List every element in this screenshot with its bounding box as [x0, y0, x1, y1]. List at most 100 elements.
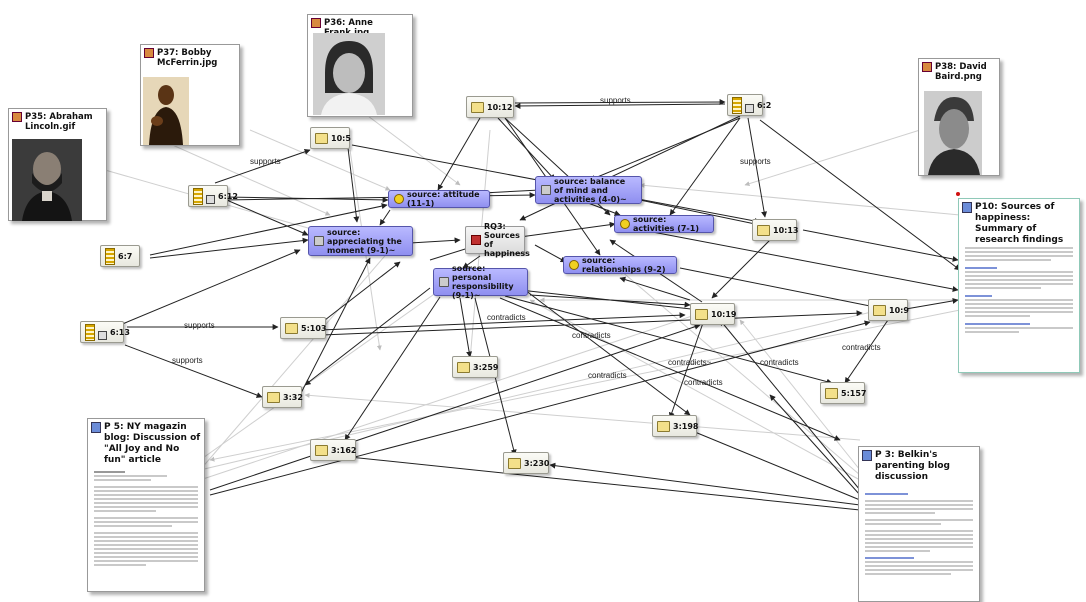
image-document-icon: [922, 62, 932, 72]
network-icon: [745, 103, 754, 113]
doc-title: P35: Abraham Lincoln.gif: [25, 112, 93, 132]
quotation-icon: [873, 304, 886, 316]
memo-node-6-12[interactable]: 6:12: [188, 185, 238, 207]
quotation-label: 5:157: [841, 388, 867, 398]
quotation-node-3-259[interactable]: 3:259: [452, 356, 498, 378]
quotation-node-10-19[interactable]: 10:19: [690, 303, 737, 325]
quotation-label: 10:9: [889, 305, 909, 315]
text-document-icon: [962, 202, 972, 213]
code-node-responsibility[interactable]: source: personal responsibility (9-1)~: [433, 264, 528, 300]
image-document-icon: [311, 18, 321, 28]
quotation-node-10-12[interactable]: 10:12: [466, 96, 514, 118]
doc-node-p37[interactable]: P37: Bobby McFerrin.jpg: [140, 44, 240, 146]
quotation-node-10-5[interactable]: 10:5: [310, 127, 351, 149]
code-icon: [569, 260, 579, 270]
quotation-label: 3:259: [473, 362, 499, 372]
doc-node-p35[interactable]: P35: Abraham Lincoln.gif: [8, 108, 107, 221]
memo-icon: [85, 323, 95, 341]
code-node-attitude[interactable]: source: attitude (11-1): [388, 190, 490, 208]
quotation-icon: [825, 387, 838, 399]
text-document-icon: [91, 422, 101, 433]
network-icon: [206, 194, 215, 204]
doc-node-p36[interactable]: P36: Anne Frank.jpg: [307, 14, 413, 117]
memo-label: 6:13: [110, 327, 130, 337]
code-label: source: appreciating the moment (9-1)~: [327, 227, 402, 255]
link-label-contradicts: contradicts: [684, 378, 723, 387]
quotation-icon: [315, 444, 328, 456]
quotation-icon: [695, 308, 708, 320]
memo-icon: [732, 96, 742, 114]
code-label: source: relationships (9-2): [582, 256, 666, 274]
rq-label: RQ3: Sources of happiness: [484, 222, 530, 258]
quotation-node-10-13[interactable]: 10:13: [752, 219, 799, 241]
link-label-supports: supports: [250, 157, 281, 166]
quotation-label: 10:19: [711, 309, 737, 319]
memo-label: 6:2: [757, 100, 772, 110]
memo-label: 6:7: [118, 251, 133, 261]
memo-icon: [193, 187, 203, 205]
doc-node-p5[interactable]: P 5: NY magazin blog: Discussion of "All…: [87, 418, 205, 592]
quotation-label: 5:103: [301, 323, 327, 333]
link-label-supports: supports: [740, 157, 771, 166]
code-node-activities[interactable]: source: activities (7-1): [614, 215, 714, 233]
quotation-icon: [471, 101, 484, 113]
quotation-label: 10:5: [331, 133, 351, 143]
link-label-contradicts: contradicts: [572, 331, 611, 340]
lincoln-portrait-image: [12, 139, 82, 221]
doc-node-p38[interactable]: P38: David Baird.png: [918, 58, 1000, 176]
red-marker-dot: [956, 192, 960, 196]
anne-frank-portrait-image: [313, 33, 385, 115]
network-code-icon: [541, 185, 551, 195]
code-label: source: personal responsibility (9-1)~: [452, 264, 514, 300]
link-label-contradicts: contradicts: [588, 371, 627, 380]
link-label-supports: supports: [172, 356, 203, 365]
network-code-icon: [439, 277, 449, 287]
code-label: source: attitude (11-1): [407, 190, 480, 208]
code-node-appreciating[interactable]: source: appreciating the moment (9-1)~: [308, 226, 413, 256]
link-label-contradicts: contradicts: [760, 358, 799, 367]
quotation-node-3-162[interactable]: 3:162: [310, 439, 356, 461]
quotation-label: 3:230: [524, 458, 550, 468]
quotation-label: 3:162: [331, 445, 357, 455]
quotation-node-3-32[interactable]: 3:32: [262, 386, 303, 408]
quotation-node-5-157[interactable]: 5:157: [820, 382, 867, 404]
link-label-contradicts: contradicts: [842, 343, 881, 352]
quotation-node-10-9[interactable]: 10:9: [868, 299, 909, 321]
quotation-node-3-230[interactable]: 3:230: [503, 452, 549, 474]
doc-node-p3[interactable]: P 3: Belkin's parenting blog discussion: [858, 446, 980, 602]
quotation-icon: [657, 420, 670, 432]
research-question-icon: [471, 235, 481, 245]
link-label-contradicts: contradicts: [487, 313, 526, 322]
network-code-icon: [314, 236, 324, 246]
link-label-supports: supports: [184, 321, 215, 330]
document-preview-text: [94, 469, 198, 568]
code-icon: [620, 219, 630, 229]
document-preview-text: [865, 491, 973, 577]
quotation-node-5-103[interactable]: 5:103: [280, 317, 326, 339]
quotation-icon: [267, 391, 280, 403]
link-label-supports: supports: [600, 96, 631, 105]
quotation-label: 3:32: [283, 392, 303, 402]
quotation-label: 10:13: [773, 225, 799, 235]
quotation-icon: [508, 457, 521, 469]
doc-title: P10: Sources of happiness: Summary of re…: [975, 202, 1064, 245]
memo-node-6-2[interactable]: 6:2: [727, 94, 771, 116]
quotation-icon: [315, 132, 328, 144]
quotation-node-3-198[interactable]: 3:198: [652, 415, 699, 437]
code-icon: [394, 194, 404, 204]
image-document-icon: [144, 48, 154, 58]
research-question-node[interactable]: RQ3: Sources of happiness: [465, 222, 530, 258]
doc-title: P38: David Baird.png: [935, 62, 987, 82]
code-node-balance[interactable]: source: balance of mind and activities (…: [535, 176, 642, 204]
memo-node-6-13[interactable]: 6:13: [80, 321, 130, 343]
doc-node-p10[interactable]: P10: Sources of happiness: Summary of re…: [958, 198, 1080, 373]
image-document-icon: [12, 112, 22, 122]
quotation-label: 3:198: [673, 421, 699, 431]
document-preview-text: [965, 245, 1073, 335]
memo-node-6-7[interactable]: 6:7: [100, 245, 140, 267]
code-node-relationships[interactable]: source: relationships (9-2): [563, 256, 677, 274]
baird-portrait-image: [924, 91, 982, 175]
memo-label: 6:12: [218, 191, 238, 201]
